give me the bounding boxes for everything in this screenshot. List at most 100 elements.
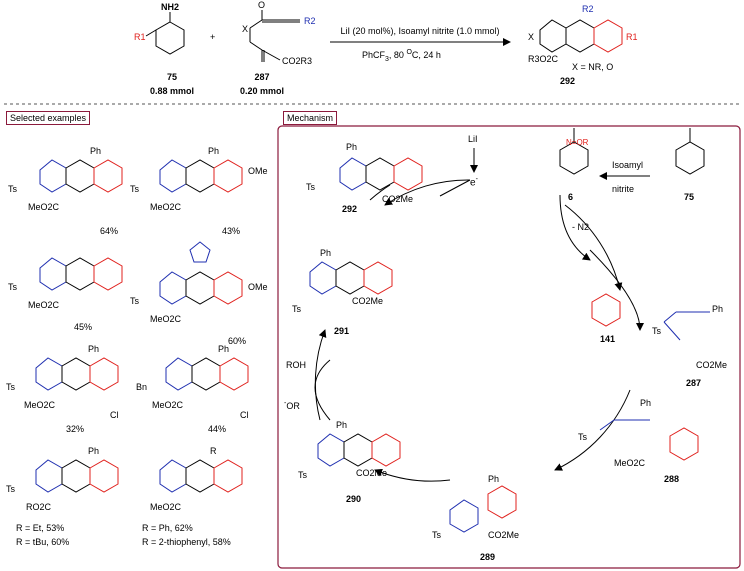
ex3-meo2c: MeO2C [28,300,60,310]
ex1-ph: Ph [90,146,102,156]
mech-288-ph: Ph [640,398,652,408]
ex4-ts: Ts [130,296,139,306]
mech-nitrite: nitrite [612,184,635,194]
x-label: X [242,24,248,34]
reagent-bottom: PhCF3, 80 OC, 24 h [362,49,441,63]
mech-nor: N=OR [566,138,589,147]
mechanism-frame [277,125,741,569]
ex2-ts: Ts [130,184,139,194]
mech-lii: LiI [468,134,478,144]
mech-292-co2me: CO2Me [382,194,414,204]
ex7-ro2c: RO2C [26,502,52,512]
ex2-ome: OMe [248,166,268,176]
example-5-yield: 32% [66,424,85,434]
mech-label-75: 75 [684,192,695,202]
mech-288 [599,419,699,461]
ex4-ome: OMe [248,282,268,292]
ex6-meo2c: MeO2C [152,400,184,410]
mech-or: -OR [284,400,300,411]
example-5-structure [35,357,119,391]
ex5-cl: Cl [110,410,119,420]
mech-electron: e- [470,176,478,189]
ex2-ph: Ph [208,146,220,156]
ex7-ph: Ph [88,446,100,456]
ex5-ts: Ts [6,382,15,392]
mech-291-ts: Ts [292,304,301,314]
sm1-label: 75 [167,72,177,82]
mech-288-ts: Ts [578,432,587,442]
ex2-meo2c: MeO2C [150,202,182,212]
mech-75 [675,128,705,175]
example-8-r-line1: R = Ph, 62% [142,523,193,533]
product-x: X [528,32,534,42]
cycle-arrows [314,148,650,482]
example-2-yield: 43% [222,226,241,236]
r1-label: R1 [134,32,146,42]
ex7-ts: Ts [6,484,15,494]
ex6-cl: Cl [240,410,249,420]
product-r3o2c: R3O2C [528,54,559,64]
ex5-meo2c: MeO2C [24,400,56,410]
product-r2: R2 [582,4,594,14]
sm2-label: 287 [254,72,269,82]
mech-289 [449,485,517,533]
example-8-structure [159,459,243,493]
ex3-ts: Ts [8,282,17,292]
mech-288-meo2c: MeO2C [614,458,646,468]
example-3-structure [39,257,123,291]
mech-287-ts: Ts [652,326,661,336]
plus-sign: + [210,32,215,42]
ex8-r: R [210,446,217,456]
mech-287 [663,311,710,341]
mech-289-ts: Ts [432,530,441,540]
mech-label-292: 292 [342,204,358,214]
ex8-meo2c: MeO2C [150,502,182,512]
example-6-yield: 44% [208,424,227,434]
sm2-amount: 0.20 mmol [240,86,284,96]
mech-291-co2me: CO2Me [352,296,384,306]
mech-292 [339,157,423,191]
mech-287-co2me: CO2Me [696,360,728,370]
mech-287-ph: Ph [712,304,724,314]
mech-289-ph: Ph [488,474,500,484]
ex1-ts: Ts [8,184,17,194]
mech-label-291: 291 [334,326,350,336]
examples-canvas [35,159,249,493]
example-6-structure [165,357,249,391]
mechanism-tag: Mechanism [283,111,338,125]
example-1-yield: 64% [100,226,119,236]
example-3-yield: 45% [74,322,93,332]
ex6-ph: Ph [218,344,230,354]
example-8-r-line2: R = 2-thiophenyl, 58% [142,537,231,547]
mech-141 [591,293,621,327]
product-292-structure [539,19,623,53]
selected-examples-tag: Selected examples [6,111,91,125]
co2r3-label: CO2R3 [282,56,312,66]
nh2-label: NH2 [161,2,179,12]
example-4-yield: 60% [228,336,247,346]
mech-6 [559,128,589,175]
mech-label-288: 288 [664,474,680,484]
ex6-bn: Bn [136,382,148,392]
mech-roh: ROH [286,360,306,370]
example-7-structure [35,459,119,493]
ex4-meo2c: MeO2C [150,314,182,324]
starting-material-287 [249,10,300,62]
mech-290 [317,433,401,467]
product-r1: R1 [626,32,638,42]
mech-label-289: 289 [480,552,496,562]
starting-material-75 [145,12,185,55]
sm1-amount: 0.88 mmol [150,86,194,96]
ex1-meo2c: MeO2C [28,202,60,212]
mech-n2: - N2 [572,222,590,232]
mech-290-ph: Ph [336,420,348,430]
mech-291-ph: Ph [320,248,332,258]
mech-291 [309,261,393,295]
carbonyl-o: O [258,0,265,10]
mech-290-co2me: CO2Me [356,468,388,478]
mech-290-ts: Ts [298,470,307,480]
mech-label-141: 141 [600,334,616,344]
mech-292-ts: Ts [306,182,315,192]
mech-label-6: 6 [568,192,574,202]
